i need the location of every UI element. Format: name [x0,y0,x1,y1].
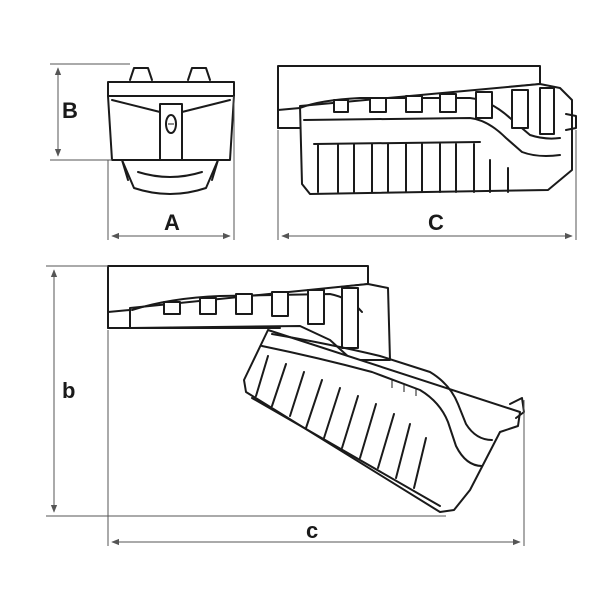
open-view [107,265,525,513]
label-b: b [62,378,75,403]
dimension-lines [46,63,577,546]
upper-ribs [333,87,555,135]
side-view [277,65,577,195]
label-B: B [62,98,78,123]
open-upper-ribs [163,287,359,349]
front-view [107,67,235,195]
label-A: A [164,210,180,235]
label-c: c [306,518,318,543]
label-C: C [428,210,444,235]
lower-ribs [317,143,509,193]
tilted-drawer [243,329,525,513]
